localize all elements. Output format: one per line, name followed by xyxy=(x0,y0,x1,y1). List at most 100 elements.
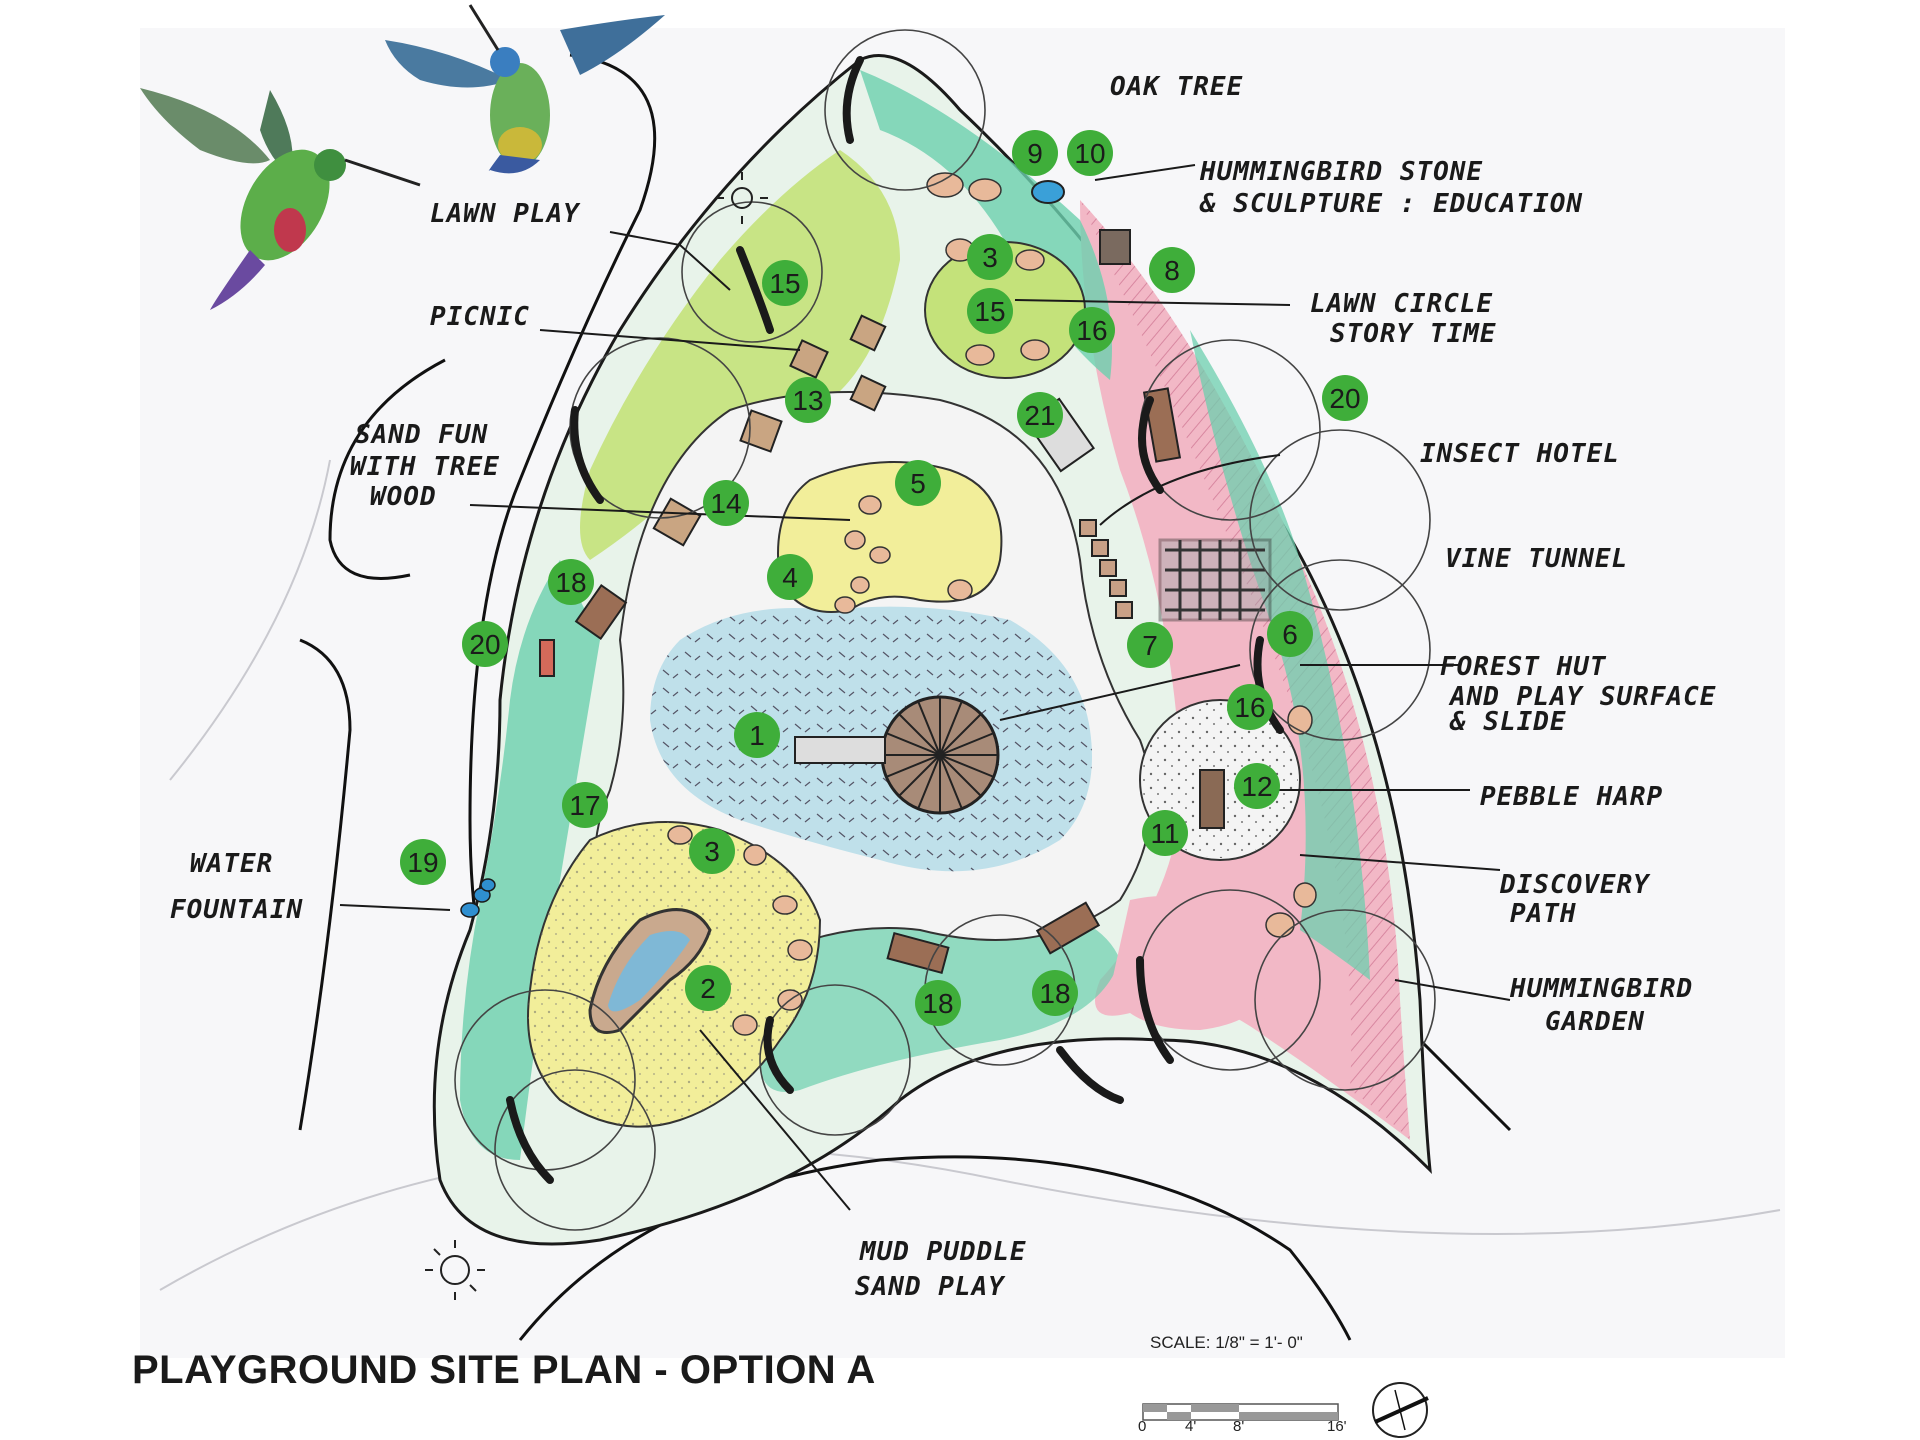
marker-15: 15 xyxy=(967,288,1013,334)
label-mud-puddle: MUD PUDDLE xyxy=(859,1237,1027,1267)
boulders xyxy=(667,172,1317,1036)
marker-number: 1 xyxy=(749,720,765,751)
marker-circle xyxy=(1069,307,1115,353)
marker-circle xyxy=(1267,611,1313,657)
marker-circle xyxy=(734,712,780,758)
plan-labels: OAK TREE HUMMINGBIRD STONE & SCULPTURE :… xyxy=(170,72,1715,1302)
marker-number: 21 xyxy=(1024,400,1055,431)
marker-circle xyxy=(1227,684,1273,730)
hummingbird-illustration-left xyxy=(140,88,421,310)
label-fountain: FOUNTAIN xyxy=(170,895,303,925)
forest-hut xyxy=(794,695,1000,815)
scale-tick-8: 8' xyxy=(1233,1418,1245,1435)
picnic-tables xyxy=(652,314,887,547)
marker-18: 18 xyxy=(915,980,961,1026)
hummingbird-illustration-right xyxy=(385,4,665,174)
label-path: PATH xyxy=(1510,899,1577,929)
marker-circle xyxy=(689,828,735,874)
marker-number: 18 xyxy=(555,567,586,598)
marker-number: 4 xyxy=(782,562,798,593)
marker-number: 6 xyxy=(1282,619,1298,650)
marker-5: 5 xyxy=(895,460,941,506)
marker-10: 10 xyxy=(1067,130,1113,176)
marker-circle xyxy=(767,554,813,600)
label-hummingbird-stone: HUMMINGBIRD STONE xyxy=(1199,157,1483,187)
insect-hotel xyxy=(1079,519,1133,619)
marker-circle xyxy=(1149,247,1195,293)
marker-1: 1 xyxy=(734,712,780,758)
marker-19: 19 xyxy=(400,839,446,885)
marker-8: 8 xyxy=(1149,247,1195,293)
marker-number: 7 xyxy=(1142,630,1158,661)
marker-number: 9 xyxy=(1027,138,1043,169)
scale-tick-4: 4' xyxy=(1185,1418,1197,1435)
label-sand-fun-3: WOOD xyxy=(370,482,437,512)
north-arrow-icon xyxy=(1372,1382,1429,1438)
marker-number: 3 xyxy=(704,836,720,867)
marker-4: 4 xyxy=(767,554,813,600)
scale-tick-0: 0 xyxy=(1138,1418,1147,1435)
marker-circle xyxy=(562,782,608,828)
puddle-water xyxy=(608,931,690,1012)
marker-circle xyxy=(915,980,961,1026)
teal-planting-west xyxy=(460,560,600,1160)
label-water: WATER xyxy=(190,849,273,879)
label-story-time: STORY TIME xyxy=(1330,319,1497,349)
marker-18: 18 xyxy=(1032,970,1078,1016)
marker-number: 13 xyxy=(792,385,823,416)
marker-number: 14 xyxy=(710,488,741,519)
page-title: PLAYGROUND SITE PLAN - OPTION A xyxy=(132,1348,876,1392)
marker-20: 20 xyxy=(1322,375,1368,421)
marker-circle xyxy=(785,377,831,423)
marker-18: 18 xyxy=(548,559,594,605)
scale-bar xyxy=(1142,1403,1339,1421)
label-sand-fun-2: WITH TREE xyxy=(350,452,500,482)
tree-symbol-north xyxy=(716,172,768,224)
marker-6: 6 xyxy=(1267,611,1313,657)
label-garden: GARDEN xyxy=(1545,1007,1645,1037)
marker-number: 17 xyxy=(569,790,600,821)
marker-number: 10 xyxy=(1074,138,1105,169)
marker-number: 5 xyxy=(910,468,926,499)
marker-circle xyxy=(1234,763,1280,809)
marker-number: 15 xyxy=(974,296,1005,327)
marker-circle xyxy=(703,480,749,526)
marker-number: 18 xyxy=(1039,978,1070,1009)
marker-11: 11 xyxy=(1142,810,1188,856)
pink-bed-south xyxy=(1110,896,1272,1030)
marker-number: 3 xyxy=(982,242,998,273)
marker-circle xyxy=(1032,970,1078,1016)
marker-9: 9 xyxy=(1012,130,1058,176)
label-oak-tree: OAK TREE xyxy=(1110,72,1243,102)
label-forest-hut-3: & SLIDE xyxy=(1449,707,1567,737)
background-survey-lines xyxy=(159,459,1781,1291)
marker-number: 19 xyxy=(407,847,438,878)
leader-lines xyxy=(339,164,1511,1211)
marker-13: 13 xyxy=(785,377,831,423)
marker-number: 16 xyxy=(1234,692,1265,723)
marker-number: 15 xyxy=(769,268,800,299)
label-picnic: PICNIC xyxy=(430,302,530,332)
marker-circle xyxy=(1012,130,1058,176)
label-sand-fun: SAND FUN xyxy=(355,420,488,450)
marker-15: 15 xyxy=(762,260,808,306)
label-lawn-play: LAWN PLAY xyxy=(430,199,581,229)
marker-2: 2 xyxy=(685,965,731,1011)
label-insect-hotel: INSECT HOTEL xyxy=(1420,439,1620,469)
tree-canopy-shadows xyxy=(506,56,1284,1184)
label-sand-play: SAND PLAY xyxy=(855,1272,1006,1302)
marker-20: 20 xyxy=(462,621,508,667)
marker-16: 16 xyxy=(1227,684,1273,730)
marker-number: 12 xyxy=(1241,771,1272,802)
numbered-markers: 9 10 3 8 15 15 16 20 13 21 5 14 4 18 20 7 6 1 16 12 17 11 3 19 2… xyxy=(400,130,1368,1026)
label-lawn-circle: LAWN CIRCLE xyxy=(1310,289,1493,319)
marker-circle xyxy=(1127,622,1173,668)
marker-14: 14 xyxy=(703,480,749,526)
label-hummingbird-stone-2: & SCULPTURE : EDUCATION xyxy=(1199,189,1583,219)
marker-circle xyxy=(967,234,1013,280)
marker-number: 8 xyxy=(1164,255,1180,286)
marker-circle xyxy=(762,260,808,306)
scale-label: SCALE: 1/8" = 1'- 0" xyxy=(1150,1333,1303,1352)
marker-number: 16 xyxy=(1076,315,1107,346)
